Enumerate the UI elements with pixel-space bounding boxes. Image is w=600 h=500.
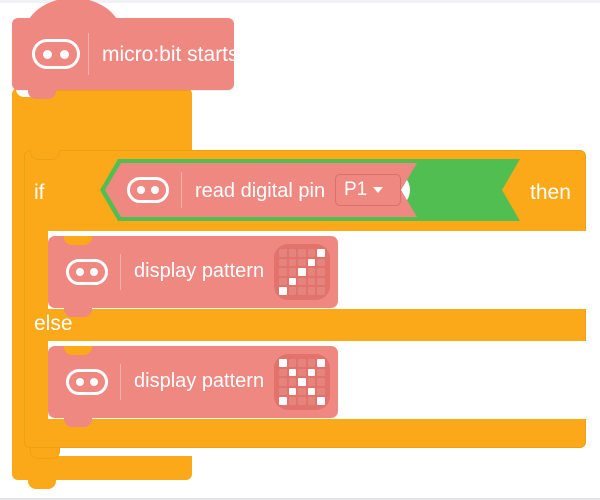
pin-dropdown[interactable]: P1 <box>335 174 401 206</box>
led-cell-2-4[interactable] <box>317 378 325 386</box>
led-cell-4-1[interactable] <box>288 397 297 405</box>
block-top-notch <box>64 346 92 355</box>
led-cell-0-3[interactable] <box>307 359 316 367</box>
led-cell-1-0[interactable] <box>279 368 287 377</box>
chevron-down-icon <box>373 187 384 193</box>
led-cell-0-4[interactable] <box>317 359 325 367</box>
led-cell-3-3[interactable] <box>307 277 316 286</box>
led-cell-2-0[interactable] <box>279 378 287 386</box>
display-pattern-block-else[interactable]: display pattern <box>48 346 338 427</box>
microbit-logo-icon <box>32 39 80 69</box>
led-cell-4-2[interactable] <box>298 397 306 405</box>
led-cell-3-0[interactable] <box>279 387 287 396</box>
led-cell-3-4[interactable] <box>317 387 325 396</box>
led-cell-0-1[interactable] <box>288 359 297 367</box>
led-cell-4-2[interactable] <box>298 287 306 295</box>
led-cell-1-4[interactable] <box>317 258 325 267</box>
led-cell-2-3[interactable] <box>307 378 316 386</box>
led-pattern-matrix[interactable] <box>274 354 330 410</box>
if-label: if <box>34 181 45 204</box>
led-pattern-matrix[interactable] <box>274 244 330 300</box>
microbit-logo-icon <box>66 369 108 395</box>
block-divider <box>120 364 121 400</box>
display-pattern-label: display pattern <box>134 260 265 282</box>
led-cell-0-0[interactable] <box>279 359 287 367</box>
led-cell-3-1[interactable] <box>288 387 297 396</box>
led-cell-3-0[interactable] <box>279 277 287 286</box>
led-cell-2-0[interactable] <box>279 268 287 276</box>
display-pattern-label: display pattern <box>134 370 265 392</box>
led-cell-1-2[interactable] <box>298 258 306 267</box>
block-divider <box>120 254 121 290</box>
hat-dome <box>24 0 122 44</box>
led-cell-2-4[interactable] <box>317 268 325 276</box>
led-cell-1-4[interactable] <box>317 368 325 377</box>
read-digital-pin-label: read digital pin <box>195 180 326 202</box>
read-digital-pin-block[interactable]: read digital pin P1 <box>105 163 417 217</box>
led-cell-4-4[interactable] <box>317 397 325 405</box>
led-cell-2-2[interactable] <box>298 378 306 386</box>
led-cell-1-1[interactable] <box>288 368 297 377</box>
microbit-logo-icon <box>66 259 108 285</box>
led-cell-3-1[interactable] <box>288 277 297 286</box>
microbit-starts-label: micro:bit starts <box>102 43 239 66</box>
led-cell-2-1[interactable] <box>288 268 297 276</box>
led-cell-2-2[interactable] <box>298 268 306 276</box>
led-cell-0-1[interactable] <box>288 249 297 257</box>
led-cell-2-1[interactable] <box>288 378 297 386</box>
led-cell-3-4[interactable] <box>317 277 325 286</box>
led-cell-4-3[interactable] <box>307 397 316 405</box>
workspace-top-rule <box>0 0 600 3</box>
led-cell-3-3[interactable] <box>307 387 316 396</box>
led-cell-4-0[interactable] <box>279 287 287 295</box>
else-label: else <box>34 312 73 335</box>
led-cell-1-1[interactable] <box>288 258 297 267</box>
display-pattern-block-then[interactable]: display pattern <box>48 236 338 317</box>
block-divider <box>88 33 89 75</box>
block-top-notch <box>64 236 92 245</box>
led-cell-0-0[interactable] <box>279 249 287 257</box>
led-cell-2-3[interactable] <box>307 268 316 276</box>
led-cell-1-3[interactable] <box>307 368 316 377</box>
hat-bottom-nub <box>28 90 56 99</box>
led-cell-4-1[interactable] <box>288 287 297 295</box>
led-cell-0-2[interactable] <box>298 359 306 367</box>
microbit-logo-icon <box>127 177 169 203</box>
forever-bottom-nub <box>28 480 56 489</box>
led-cell-4-3[interactable] <box>307 287 316 295</box>
block-bottom-nub <box>64 418 92 427</box>
led-cell-0-2[interactable] <box>298 249 306 257</box>
pin-dropdown-value: P1 <box>344 179 368 200</box>
led-cell-1-2[interactable] <box>298 368 306 377</box>
led-cell-1-3[interactable] <box>307 258 316 267</box>
led-cell-3-2[interactable] <box>298 387 306 396</box>
block-divider <box>181 172 182 208</box>
then-label: then <box>530 181 571 204</box>
led-cell-0-4[interactable] <box>317 249 325 257</box>
block-bottom-nub <box>64 308 92 317</box>
microbit-starts-hat-block[interactable]: micro:bit starts <box>12 0 239 99</box>
if-block-bottom-nub <box>30 448 60 459</box>
led-cell-4-4[interactable] <box>317 287 325 295</box>
if-block-top-notch <box>30 150 60 160</box>
led-cell-3-2[interactable] <box>298 277 306 286</box>
led-cell-1-0[interactable] <box>279 258 287 267</box>
led-cell-4-0[interactable] <box>279 397 287 405</box>
led-cell-0-3[interactable] <box>307 249 316 257</box>
